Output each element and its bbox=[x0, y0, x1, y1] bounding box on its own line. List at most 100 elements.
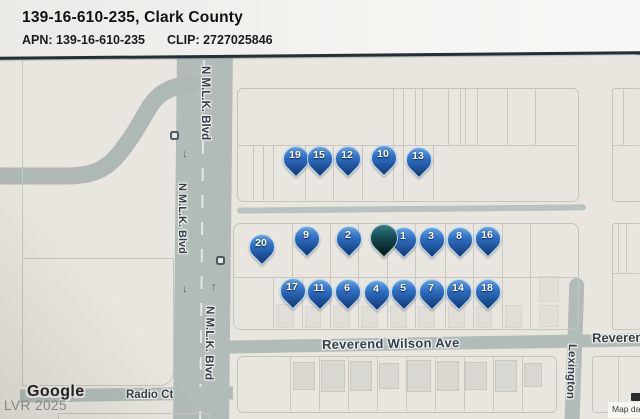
pin-number: 15 bbox=[313, 149, 325, 161]
parcel-line bbox=[502, 277, 503, 328]
parcel-line bbox=[422, 88, 423, 145]
parcel-lot bbox=[58, 413, 210, 419]
parcel-line bbox=[465, 88, 466, 145]
pin-number: 12 bbox=[341, 149, 353, 161]
parcel-line bbox=[464, 356, 465, 411]
building-footprint bbox=[361, 306, 378, 328]
parcel-line bbox=[292, 223, 293, 277]
parcel-line bbox=[358, 277, 359, 328]
parcel-lot bbox=[22, 258, 174, 386]
subject-property-pin[interactable] bbox=[364, 218, 404, 258]
map-pin-20[interactable]: 20 bbox=[243, 228, 281, 266]
parcel-line bbox=[237, 145, 577, 146]
pin-number: 1 bbox=[400, 230, 406, 242]
parcel-header bbox=[0, 0, 640, 56]
map-pin-8[interactable]: 8 bbox=[441, 221, 479, 259]
parcel-line bbox=[305, 145, 306, 200]
bus-stop-icon[interactable] bbox=[170, 131, 179, 140]
map-pin-1[interactable]: 1 bbox=[385, 221, 423, 259]
parcel-line bbox=[403, 88, 404, 145]
parcel-line bbox=[530, 277, 531, 328]
pin-number: 18 bbox=[481, 282, 493, 294]
map-pin-14[interactable]: 14 bbox=[440, 273, 478, 311]
parcel-line bbox=[477, 88, 478, 145]
building-footprint bbox=[321, 360, 345, 392]
pin-number: 10 bbox=[377, 148, 389, 160]
parcel-line bbox=[415, 88, 416, 145]
parcel-block bbox=[233, 223, 579, 330]
pin-number: 16 bbox=[481, 229, 493, 241]
building-footprint bbox=[465, 362, 487, 390]
attribution-background bbox=[608, 402, 640, 418]
parcel-line bbox=[406, 356, 407, 411]
map-pin-2[interactable]: 2 bbox=[330, 220, 368, 258]
map-pin-7[interactable]: 7 bbox=[413, 273, 451, 311]
parcel-line bbox=[358, 223, 359, 277]
parcel-line bbox=[333, 145, 334, 200]
parcel-line bbox=[626, 223, 627, 273]
parcel-line bbox=[507, 88, 508, 145]
pin-number: 11 bbox=[313, 282, 325, 294]
parcel-line bbox=[473, 277, 474, 328]
street-label-mlk: N M.L.K. Blvd bbox=[199, 66, 211, 141]
parcel-line bbox=[473, 223, 474, 277]
parcel-line bbox=[535, 88, 536, 145]
lvr-watermark: LVR 2025 bbox=[4, 398, 68, 413]
map-pin-3[interactable]: 3 bbox=[413, 221, 451, 259]
parcel-line bbox=[445, 277, 446, 328]
parcel-line bbox=[502, 223, 503, 277]
map-pin-13[interactable]: 13 bbox=[400, 141, 438, 179]
building-footprint bbox=[505, 305, 522, 328]
parcel-line bbox=[618, 356, 619, 411]
building-footprint bbox=[333, 305, 350, 328]
building-footprint bbox=[407, 360, 431, 392]
parcel-block bbox=[237, 356, 557, 413]
apn-value: APN: 139-16-610-235 bbox=[22, 33, 145, 47]
map-pin-18[interactable]: 18 bbox=[469, 273, 507, 311]
parcel-line bbox=[415, 223, 416, 277]
pin-number: 8 bbox=[456, 230, 462, 242]
building-footprint bbox=[418, 306, 435, 328]
pin-number: 4 bbox=[373, 283, 379, 295]
map-pin-11[interactable]: 11 bbox=[301, 273, 339, 311]
parcel-line bbox=[530, 223, 531, 277]
street-label-radio-ct: Radio Ct bbox=[126, 389, 174, 401]
parcel-line bbox=[330, 277, 331, 328]
map-pin-15[interactable]: 15 bbox=[301, 140, 339, 178]
map-pin-16[interactable]: 16 bbox=[469, 220, 507, 258]
bus-stop-icon[interactable] bbox=[216, 256, 225, 265]
parcel-line bbox=[362, 145, 363, 200]
parcel-line bbox=[415, 277, 416, 328]
parcel-line bbox=[387, 277, 388, 328]
pin-number: 6 bbox=[344, 282, 350, 294]
map-pin-4[interactable]: 4 bbox=[358, 274, 396, 312]
map-pin-5[interactable]: 5 bbox=[385, 273, 423, 311]
parcel-line bbox=[612, 273, 639, 274]
pin-number: 7 bbox=[428, 282, 434, 294]
lane-arrow-up-icon: ↑ bbox=[211, 281, 217, 293]
pin-number: 5 bbox=[400, 282, 406, 294]
parcel-title: 139-16-610-235, Clark County bbox=[22, 9, 243, 26]
map-pin-12[interactable]: 12 bbox=[329, 140, 367, 178]
map-pin-9[interactable]: 9 bbox=[288, 220, 326, 258]
building-footprint bbox=[524, 363, 542, 387]
parcel-line bbox=[330, 223, 331, 277]
building-footprint bbox=[293, 362, 315, 390]
map-pin-17[interactable]: 17 bbox=[274, 272, 312, 310]
parcel-line bbox=[522, 356, 523, 411]
pin-number: 19 bbox=[289, 149, 301, 161]
building-footprint bbox=[305, 306, 321, 328]
pin-number: 17 bbox=[286, 281, 298, 293]
parcel-line bbox=[403, 145, 404, 200]
google-logo[interactable]: Google bbox=[27, 383, 85, 400]
map-pin-6[interactable]: 6 bbox=[329, 273, 367, 311]
map-pin-19[interactable]: 19 bbox=[277, 140, 315, 178]
parcel-line bbox=[435, 356, 436, 411]
parcel-line bbox=[233, 277, 577, 278]
map-pin-10[interactable]: 10 bbox=[365, 139, 403, 177]
parcel-line bbox=[393, 145, 394, 200]
parcel-line bbox=[612, 145, 639, 146]
pin-number: 9 bbox=[303, 229, 309, 241]
building-footprint bbox=[495, 360, 517, 392]
